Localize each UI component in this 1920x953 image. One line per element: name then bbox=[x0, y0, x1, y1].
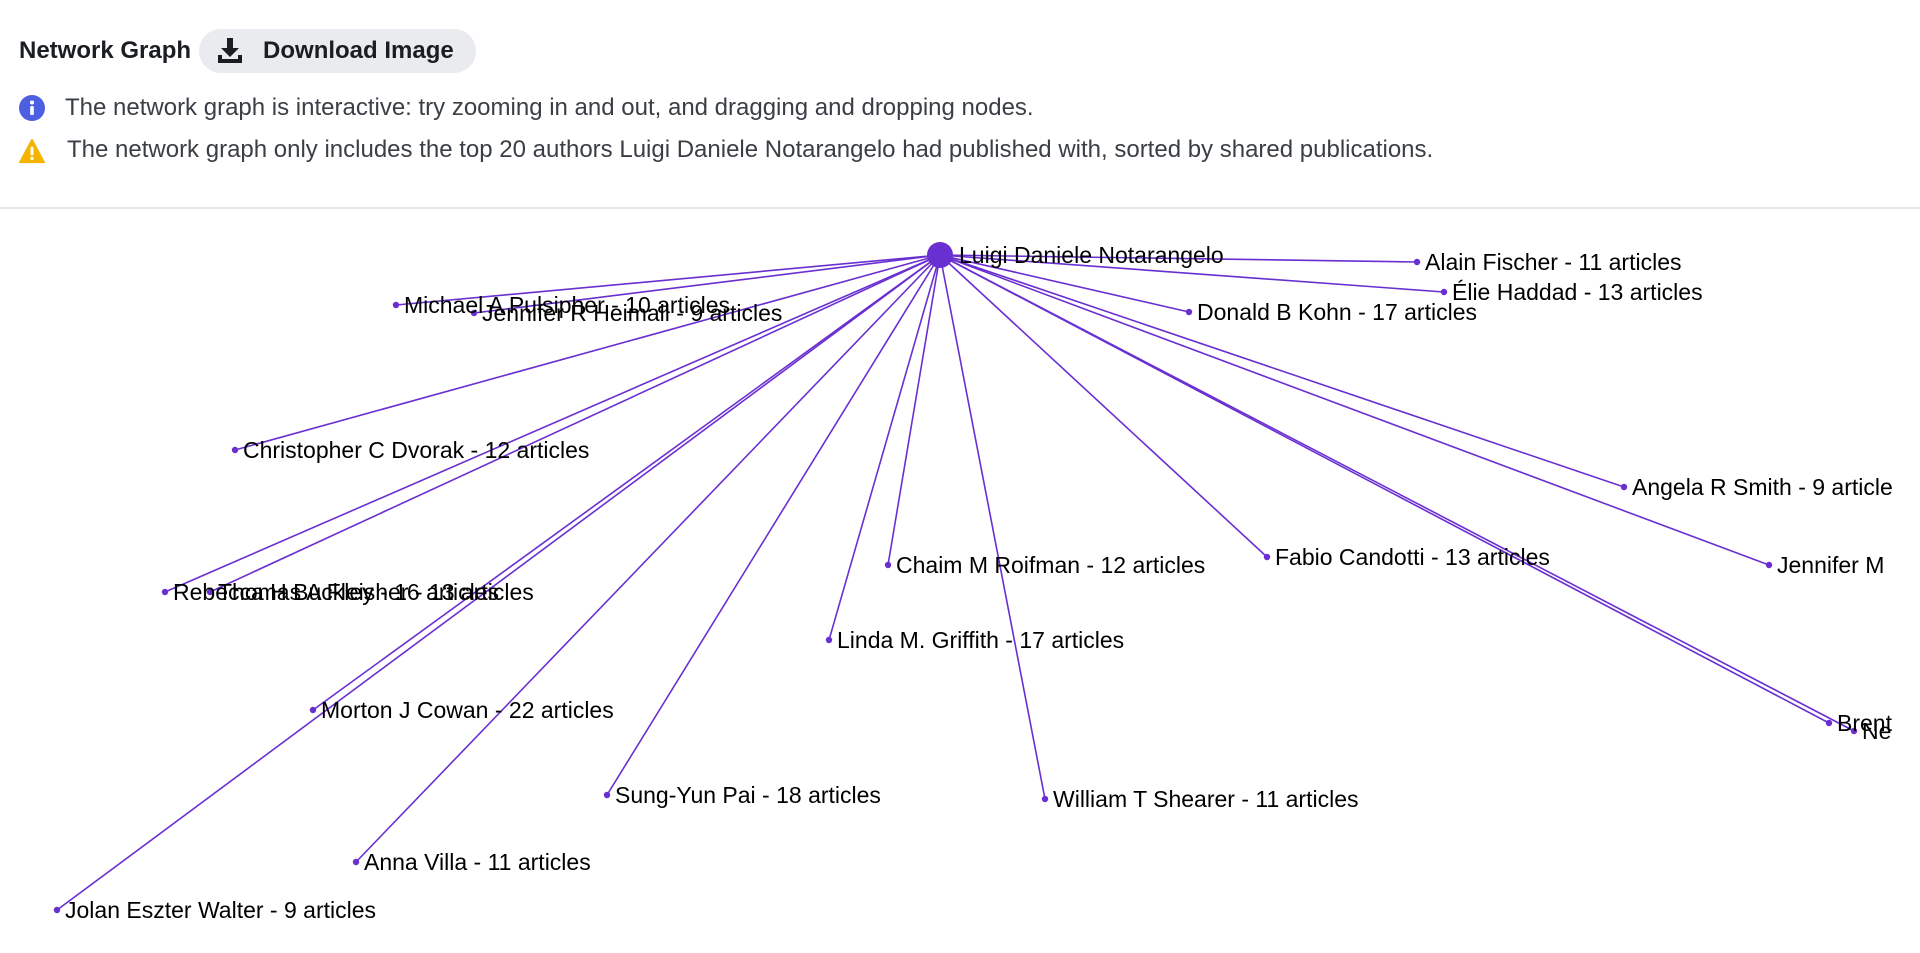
graph-edge-ne bbox=[939, 254, 1855, 732]
graph-node-label-brent: Brent bbox=[1837, 710, 1892, 736]
graph-node-alain[interactable] bbox=[1413, 258, 1421, 266]
graph-node-label-donald: Donald B Kohn - 17 articles bbox=[1197, 299, 1477, 325]
graph-edge-jennifer-m bbox=[939, 254, 1770, 566]
graph-node-angela[interactable] bbox=[1620, 483, 1628, 491]
graph-node-label-ne: Ne bbox=[1862, 718, 1891, 744]
graph-node-sungyun[interactable] bbox=[603, 791, 611, 799]
graph-node-william[interactable] bbox=[1041, 795, 1049, 803]
section-title: Network Graph bbox=[19, 37, 192, 64]
graph-node-label-anna: Anna Villa - 11 articles bbox=[364, 849, 591, 875]
download-icon bbox=[218, 38, 243, 63]
warning-icon bbox=[19, 137, 45, 164]
graph-edge-elie bbox=[939, 254, 1445, 293]
graph-edge-jennifer-h bbox=[473, 254, 941, 314]
graph-node-label-fabio: Fabio Candotti - 13 articles bbox=[1275, 544, 1550, 570]
graph-node-brent[interactable] bbox=[1825, 719, 1833, 727]
graph-edge-morton bbox=[312, 254, 941, 711]
divider bbox=[0, 207, 1920, 209]
interactive-info-notice: The network graph is interactive: try zo… bbox=[19, 94, 1034, 122]
graph-header: Network Graph Download Image bbox=[19, 29, 476, 73]
graph-node-michael[interactable] bbox=[392, 301, 400, 309]
graph-node-label-linda: Linda M. Griffith - 17 articles bbox=[837, 627, 1124, 653]
graph-node-label-michael: Michael A Pulsipher - 10 articles bbox=[404, 292, 730, 318]
graph-edge-michael bbox=[395, 254, 941, 306]
graph-node-label-alain: Alain Fischer - 11 articles bbox=[1425, 249, 1682, 275]
graph-node-label-center: Luigi Daniele Notarangelo bbox=[959, 242, 1224, 268]
graph-node-label-william: William T Shearer - 11 articles bbox=[1053, 786, 1358, 812]
info-notice-text: The network graph is interactive: try zo… bbox=[65, 94, 1034, 121]
graph-node-label-rebecca: Rebecca H Buckley - 16 articles bbox=[173, 579, 499, 605]
graph-edge-donald bbox=[939, 254, 1190, 313]
graph-edge-chaim bbox=[887, 254, 941, 566]
graph-node-fabio[interactable] bbox=[1263, 553, 1271, 561]
graph-edges bbox=[56, 254, 1855, 911]
graph-node-christopher[interactable] bbox=[231, 446, 239, 454]
graph-node-label-thomas: Thomas A Fleisher - 13 articles bbox=[218, 579, 534, 605]
graph-node-label-christopher: Christopher C Dvorak - 12 articles bbox=[243, 437, 589, 463]
graph-edge-angela bbox=[939, 254, 1625, 488]
graph-edge-rebecca bbox=[164, 254, 941, 593]
graph-node-thomas[interactable] bbox=[206, 588, 214, 596]
graph-node-label-chaim: Chaim M Roifman - 12 articles bbox=[896, 552, 1205, 578]
graph-nodes[interactable] bbox=[53, 242, 1858, 914]
graph-node-jennifer-m[interactable] bbox=[1765, 561, 1773, 569]
download-image-button[interactable]: Download Image bbox=[199, 29, 476, 73]
graph-node-label-elie: Élie Haddad - 13 articles bbox=[1452, 279, 1703, 305]
graph-node-elie[interactable] bbox=[1440, 288, 1448, 296]
graph-node-label-jennifer-h: Jennifer R Heimall - 9 articles bbox=[482, 300, 782, 326]
graph-node-ne[interactable] bbox=[1850, 727, 1858, 735]
warning-notice-text: The network graph only includes the top … bbox=[67, 136, 1434, 163]
graph-node-rebecca[interactable] bbox=[161, 588, 169, 596]
graph-node-center[interactable] bbox=[927, 242, 953, 268]
graph-edge-linda bbox=[828, 254, 941, 641]
graph-edge-christopher bbox=[234, 254, 941, 451]
graph-node-chaim[interactable] bbox=[884, 561, 892, 569]
graph-node-label-jolan: Jolan Eszter Walter - 9 articles bbox=[65, 897, 376, 923]
graph-node-anna[interactable] bbox=[352, 858, 360, 866]
info-icon bbox=[19, 95, 45, 121]
graph-edge-william bbox=[939, 254, 1046, 800]
graph-node-label-sungyun: Sung-Yun Pai - 18 articles bbox=[615, 782, 881, 808]
graph-node-label-angela: Angela R Smith - 9 articles bbox=[1632, 474, 1892, 500]
download-button-label: Download Image bbox=[263, 37, 454, 64]
graph-node-label-morton: Morton J Cowan - 22 articles bbox=[321, 697, 614, 723]
graph-edge-fabio bbox=[939, 254, 1268, 558]
graph-edge-sungyun bbox=[606, 254, 941, 796]
graph-node-jolan[interactable] bbox=[53, 906, 61, 914]
graph-edge-alain bbox=[939, 254, 1418, 263]
graph-node-label-jennifer-m: Jennifer M bbox=[1777, 552, 1884, 578]
graph-node-jennifer-h[interactable] bbox=[470, 309, 478, 317]
graph-node-donald[interactable] bbox=[1185, 308, 1193, 316]
graph-edge-thomas bbox=[209, 254, 941, 593]
graph-edge-anna bbox=[355, 254, 941, 863]
graph-node-morton[interactable] bbox=[309, 706, 317, 714]
graph-node-linda[interactable] bbox=[825, 636, 833, 644]
top-authors-warning-notice: The network graph only includes the top … bbox=[19, 136, 1433, 164]
graph-edge-jolan bbox=[56, 254, 941, 911]
